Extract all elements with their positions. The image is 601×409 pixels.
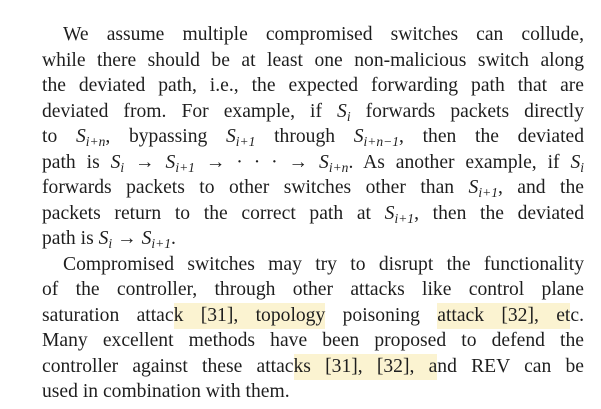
math-symbol: Si+1 — [141, 228, 171, 251]
math-subscript: i — [580, 159, 585, 175]
math-symbol: Si — [110, 151, 125, 175]
paragraph: We assume multiple compromised switches … — [42, 22, 584, 252]
text-line: forwards packets to other switches other… — [42, 175, 584, 201]
text-line: the deviated path, i.e., the expected fo… — [42, 73, 584, 99]
text-line: while there should be at least one non-m… — [42, 48, 584, 74]
math-subscript: i+n−1 — [363, 134, 400, 149]
math-symbol: Si+1 — [226, 126, 256, 149]
text-run: Compromised switches may try to disrupt … — [63, 253, 584, 275]
text-run: , bypassing — [105, 126, 226, 147]
paper-text-column: We assume multiple compromised switches … — [42, 22, 584, 405]
text-run: saturation attac — [42, 304, 174, 326]
math-variable: S — [468, 177, 479, 198]
text-run: , then the deviated — [399, 126, 585, 147]
text-run: , and the — [497, 177, 584, 198]
text-run: . As another example, if — [348, 151, 571, 173]
text-run: → · · · → — [194, 151, 320, 173]
text-run: nd REV can be — [437, 355, 584, 377]
highlighted-text: attack [32], et — [437, 302, 571, 329]
math-variable: S — [226, 126, 236, 147]
text-line: controller against these attacks [31], [… — [42, 353, 584, 380]
text-line: We assume multiple compromised switches … — [42, 22, 584, 48]
math-variable: S — [141, 228, 152, 249]
text-line: used in combination with them. — [42, 379, 584, 405]
text-run: path is — [42, 151, 111, 173]
math-variable: S — [110, 151, 121, 173]
math-subscript: i+1 — [235, 134, 256, 149]
math-symbol: Si+n−1 — [353, 126, 400, 149]
math-variable: S — [384, 202, 395, 224]
text-line: Many excellent methods have been propose… — [42, 328, 584, 354]
text-run: the deviated path, i.e., the expected fo… — [42, 75, 584, 96]
text-run: , then the deviated — [414, 202, 584, 224]
text-run: while there should be at least one non-m… — [42, 49, 584, 71]
text-run: controller against these attac — [42, 355, 294, 377]
math-symbol: Si+1 — [384, 202, 415, 226]
math-symbol: Si+n — [319, 151, 349, 175]
highlighted-text: k [31], topology — [173, 302, 326, 329]
math-symbol: Si+1 — [468, 177, 498, 200]
math-symbol: Si+1 — [165, 151, 195, 175]
text-line: Compromised switches may try to disrupt … — [42, 252, 584, 278]
math-subscript: i+n — [85, 134, 106, 149]
math-subscript: i+1 — [151, 236, 171, 251]
text-run: We assume multiple compromised switches … — [63, 24, 584, 45]
text-run: poisoning — [325, 304, 438, 326]
text-run: → — [112, 228, 142, 249]
text-run: packets return to the correct path at — [42, 202, 385, 224]
math-subscript: i+1 — [478, 185, 498, 200]
math-variable: S — [319, 151, 329, 173]
text-line: packets return to the correct path at Si… — [42, 201, 584, 227]
paragraph: Compromised switches may try to disrupt … — [42, 252, 584, 405]
math-variable: S — [570, 151, 581, 173]
math-subscript: i — [108, 236, 113, 251]
highlighted-text: ks [31], [32], a — [293, 353, 438, 380]
text-run: used in combination with them. — [42, 381, 290, 402]
math-subscript: i+n — [328, 159, 349, 175]
text-run: → — [124, 151, 166, 173]
math-variable: S — [165, 151, 176, 173]
text-run: forwards packets to other switches other… — [42, 177, 469, 198]
text-run: forwards packets directly — [350, 100, 584, 122]
text-run: path is — [42, 228, 99, 249]
text-line: path is Si → Si+1. — [42, 226, 584, 252]
text-run: Many excellent methods have been propose… — [42, 330, 584, 351]
text-run: deviated from. For example, if — [42, 100, 338, 122]
math-variable: S — [98, 228, 109, 249]
text-run: . — [170, 228, 176, 249]
text-run: c. — [570, 304, 584, 326]
text-run: to — [42, 126, 76, 147]
text-line: to Si+n, bypassing Si+1 through Si+n−1, … — [42, 124, 584, 150]
math-subscript: i+1 — [394, 210, 415, 226]
math-symbol: Si+n — [75, 126, 106, 149]
text-line: path is Si → Si+1 → · · · → Si+n. As ano… — [42, 150, 584, 176]
text-line: saturation attack [31], topology poisoni… — [42, 302, 584, 329]
text-line: of the controller, through other attacks… — [42, 277, 584, 303]
math-symbol: Si — [570, 151, 585, 175]
math-variable: S — [353, 126, 364, 147]
math-symbol: Si — [337, 100, 351, 124]
math-subscript: i — [346, 108, 351, 124]
text-run: of the controller, through other attacks… — [42, 279, 584, 300]
text-line: deviated from. For example, if Si forwar… — [42, 99, 584, 125]
math-symbol: Si — [98, 228, 113, 251]
text-run: through — [255, 126, 354, 147]
math-subscript: i — [120, 159, 125, 175]
math-subscript: i+1 — [175, 159, 195, 175]
math-variable: S — [337, 100, 347, 122]
math-variable: S — [75, 126, 86, 147]
